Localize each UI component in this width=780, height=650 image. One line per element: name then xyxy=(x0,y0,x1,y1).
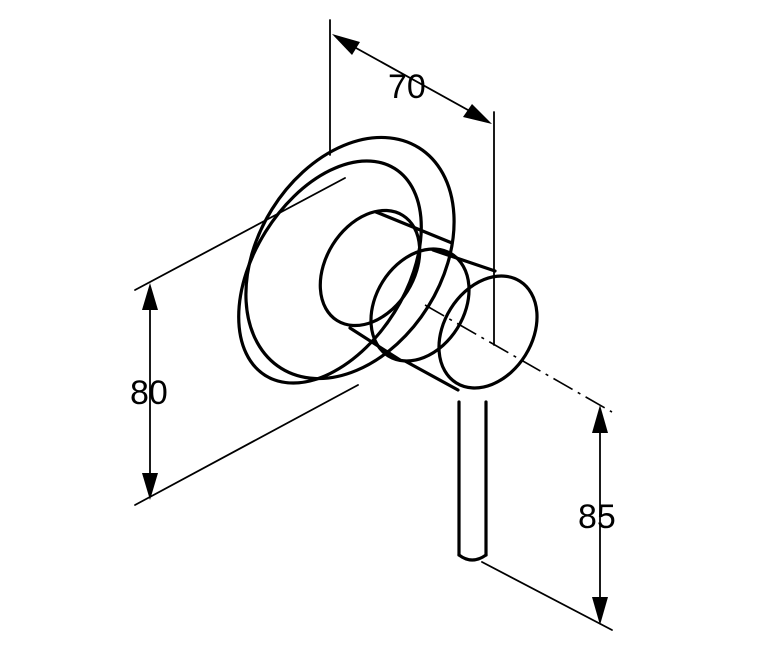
width-dimension-label: 70 xyxy=(388,68,426,106)
dimension-width xyxy=(329,19,495,346)
center-axis-line xyxy=(424,304,613,413)
lever-arm xyxy=(457,400,488,562)
dimension-height xyxy=(134,177,359,506)
handle-knob xyxy=(369,247,539,392)
height-dimension-label: 80 xyxy=(130,374,168,412)
dimension-lever-length xyxy=(481,405,613,631)
lever-dimension-label: 85 xyxy=(578,498,616,536)
